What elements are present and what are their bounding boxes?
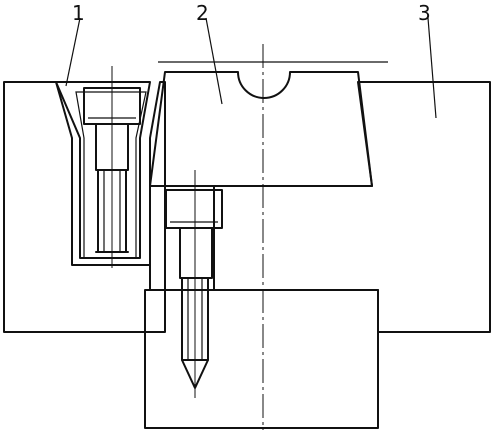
left-plate <box>3 81 166 333</box>
label-part-2: 2 <box>196 1 209 25</box>
leader-lines <box>65 17 437 119</box>
middle-plate <box>149 185 215 291</box>
label-part-3: 3 <box>418 1 431 25</box>
part3-right-plate <box>213 81 491 333</box>
right-screw <box>165 170 223 398</box>
left-screw <box>83 66 141 268</box>
part2-top-block <box>149 71 373 187</box>
part1-wedge-sleeve <box>55 81 151 259</box>
bottom-base-block <box>144 289 379 429</box>
centre-lines <box>158 44 388 430</box>
label-part-1: 1 <box>72 1 85 25</box>
